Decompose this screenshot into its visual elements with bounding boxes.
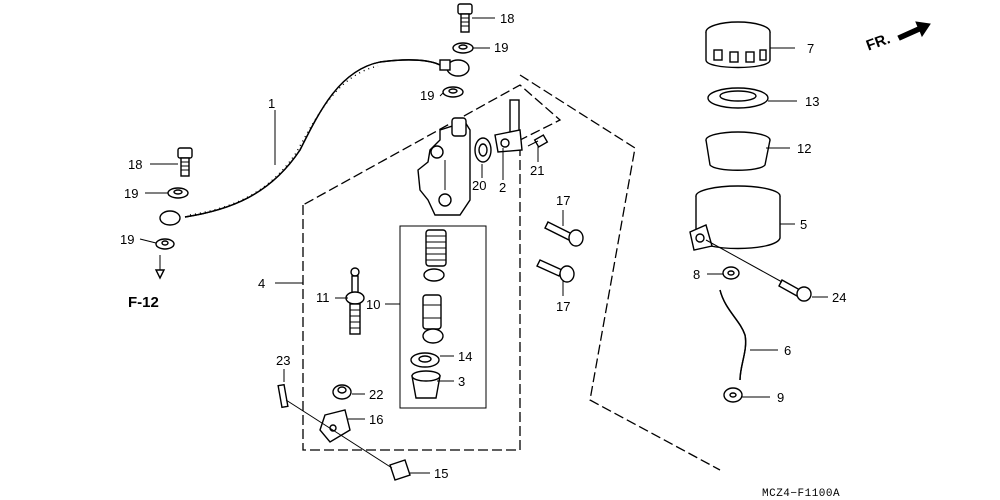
- callout-20: 20: [472, 178, 486, 193]
- banjo-bolt-upper[interactable]: [457, 3, 473, 33]
- callout-17: 17: [556, 299, 570, 314]
- callout-7: 7: [807, 41, 814, 56]
- piston[interactable]: [422, 294, 442, 330]
- callout-18: 18: [500, 11, 514, 26]
- callout-11: 11: [316, 290, 330, 305]
- assembly-line-reservoir: [705, 239, 783, 283]
- callout-2: 2: [499, 180, 506, 195]
- callout-5: 5: [800, 217, 807, 232]
- banjo-bolt-lower[interactable]: [177, 147, 193, 177]
- callout-3: 3: [458, 374, 465, 389]
- group-outline-reservoir: [519, 74, 721, 471]
- callout-18: 18: [128, 157, 142, 172]
- spring-seat[interactable]: [423, 268, 445, 282]
- hose-clip-upper[interactable]: [722, 266, 740, 280]
- hose-joint[interactable]: [494, 99, 523, 153]
- front-label: FR.: [864, 30, 893, 54]
- front-direction-arrow-icon: [897, 21, 931, 41]
- reservoir-bolt[interactable]: [778, 279, 812, 302]
- joint-screw[interactable]: [527, 134, 549, 148]
- callout-14: 14: [458, 349, 472, 364]
- callout-19: 19: [494, 40, 508, 55]
- mounting-bolt-1[interactable]: [544, 221, 584, 247]
- callout-8: 8: [693, 267, 700, 282]
- assembly-line-pin: [285, 399, 393, 469]
- piston-spring[interactable]: [425, 229, 447, 267]
- joint-pin[interactable]: [389, 459, 411, 481]
- callout-19: 19: [420, 88, 434, 103]
- reference-label: F-12: [128, 294, 159, 311]
- leader-lines: [139, 17, 828, 474]
- o-ring[interactable]: [474, 137, 492, 163]
- dust-boot[interactable]: [411, 370, 441, 399]
- mounting-bolt-2[interactable]: [536, 259, 575, 283]
- diaphragm-plate[interactable]: [707, 87, 769, 109]
- callout-24: 24: [832, 290, 846, 305]
- callout-15: 15: [434, 466, 448, 481]
- sealing-washer-3[interactable]: [167, 187, 189, 199]
- clevis-joint[interactable]: [319, 409, 351, 443]
- callout-19: 19: [124, 186, 138, 201]
- piston-cup[interactable]: [422, 328, 444, 344]
- callout-23: 23: [276, 353, 290, 368]
- callout-19: 19: [120, 232, 134, 247]
- callout-12: 12: [797, 141, 811, 156]
- lock-nut[interactable]: [332, 384, 352, 400]
- sealing-washer-2[interactable]: [442, 86, 464, 98]
- callout-1: 1: [268, 96, 275, 111]
- brake-hose[interactable]: [159, 59, 470, 226]
- callout-10: 10: [366, 297, 380, 312]
- reservoir-tank[interactable]: [689, 185, 781, 251]
- master-cylinder-body[interactable]: [417, 117, 471, 216]
- cotter-pin[interactable]: [277, 383, 289, 409]
- callout-6: 6: [784, 343, 791, 358]
- callout-16: 16: [369, 412, 383, 427]
- push-rod[interactable]: [345, 267, 365, 335]
- hose-clip-lower[interactable]: [723, 387, 743, 403]
- callout-21: 21: [530, 163, 544, 178]
- reservoir-cap[interactable]: [705, 21, 771, 69]
- reservoir-hose[interactable]: [719, 289, 747, 381]
- callout-17: 17: [556, 193, 570, 208]
- callout-4: 4: [258, 276, 265, 291]
- callout-13: 13: [805, 94, 819, 109]
- sealing-washer-4[interactable]: [155, 238, 175, 250]
- sealing-washer-1[interactable]: [452, 42, 474, 54]
- callout-22: 22: [369, 387, 383, 402]
- diaphragm[interactable]: [705, 131, 771, 171]
- callout-9: 9: [777, 390, 784, 405]
- drawing-code: MCZ4−F1100A: [762, 488, 840, 500]
- washer-plate[interactable]: [410, 352, 440, 368]
- reference-arrow-icon: [154, 269, 166, 280]
- group-outline-piston-kit: [399, 225, 487, 409]
